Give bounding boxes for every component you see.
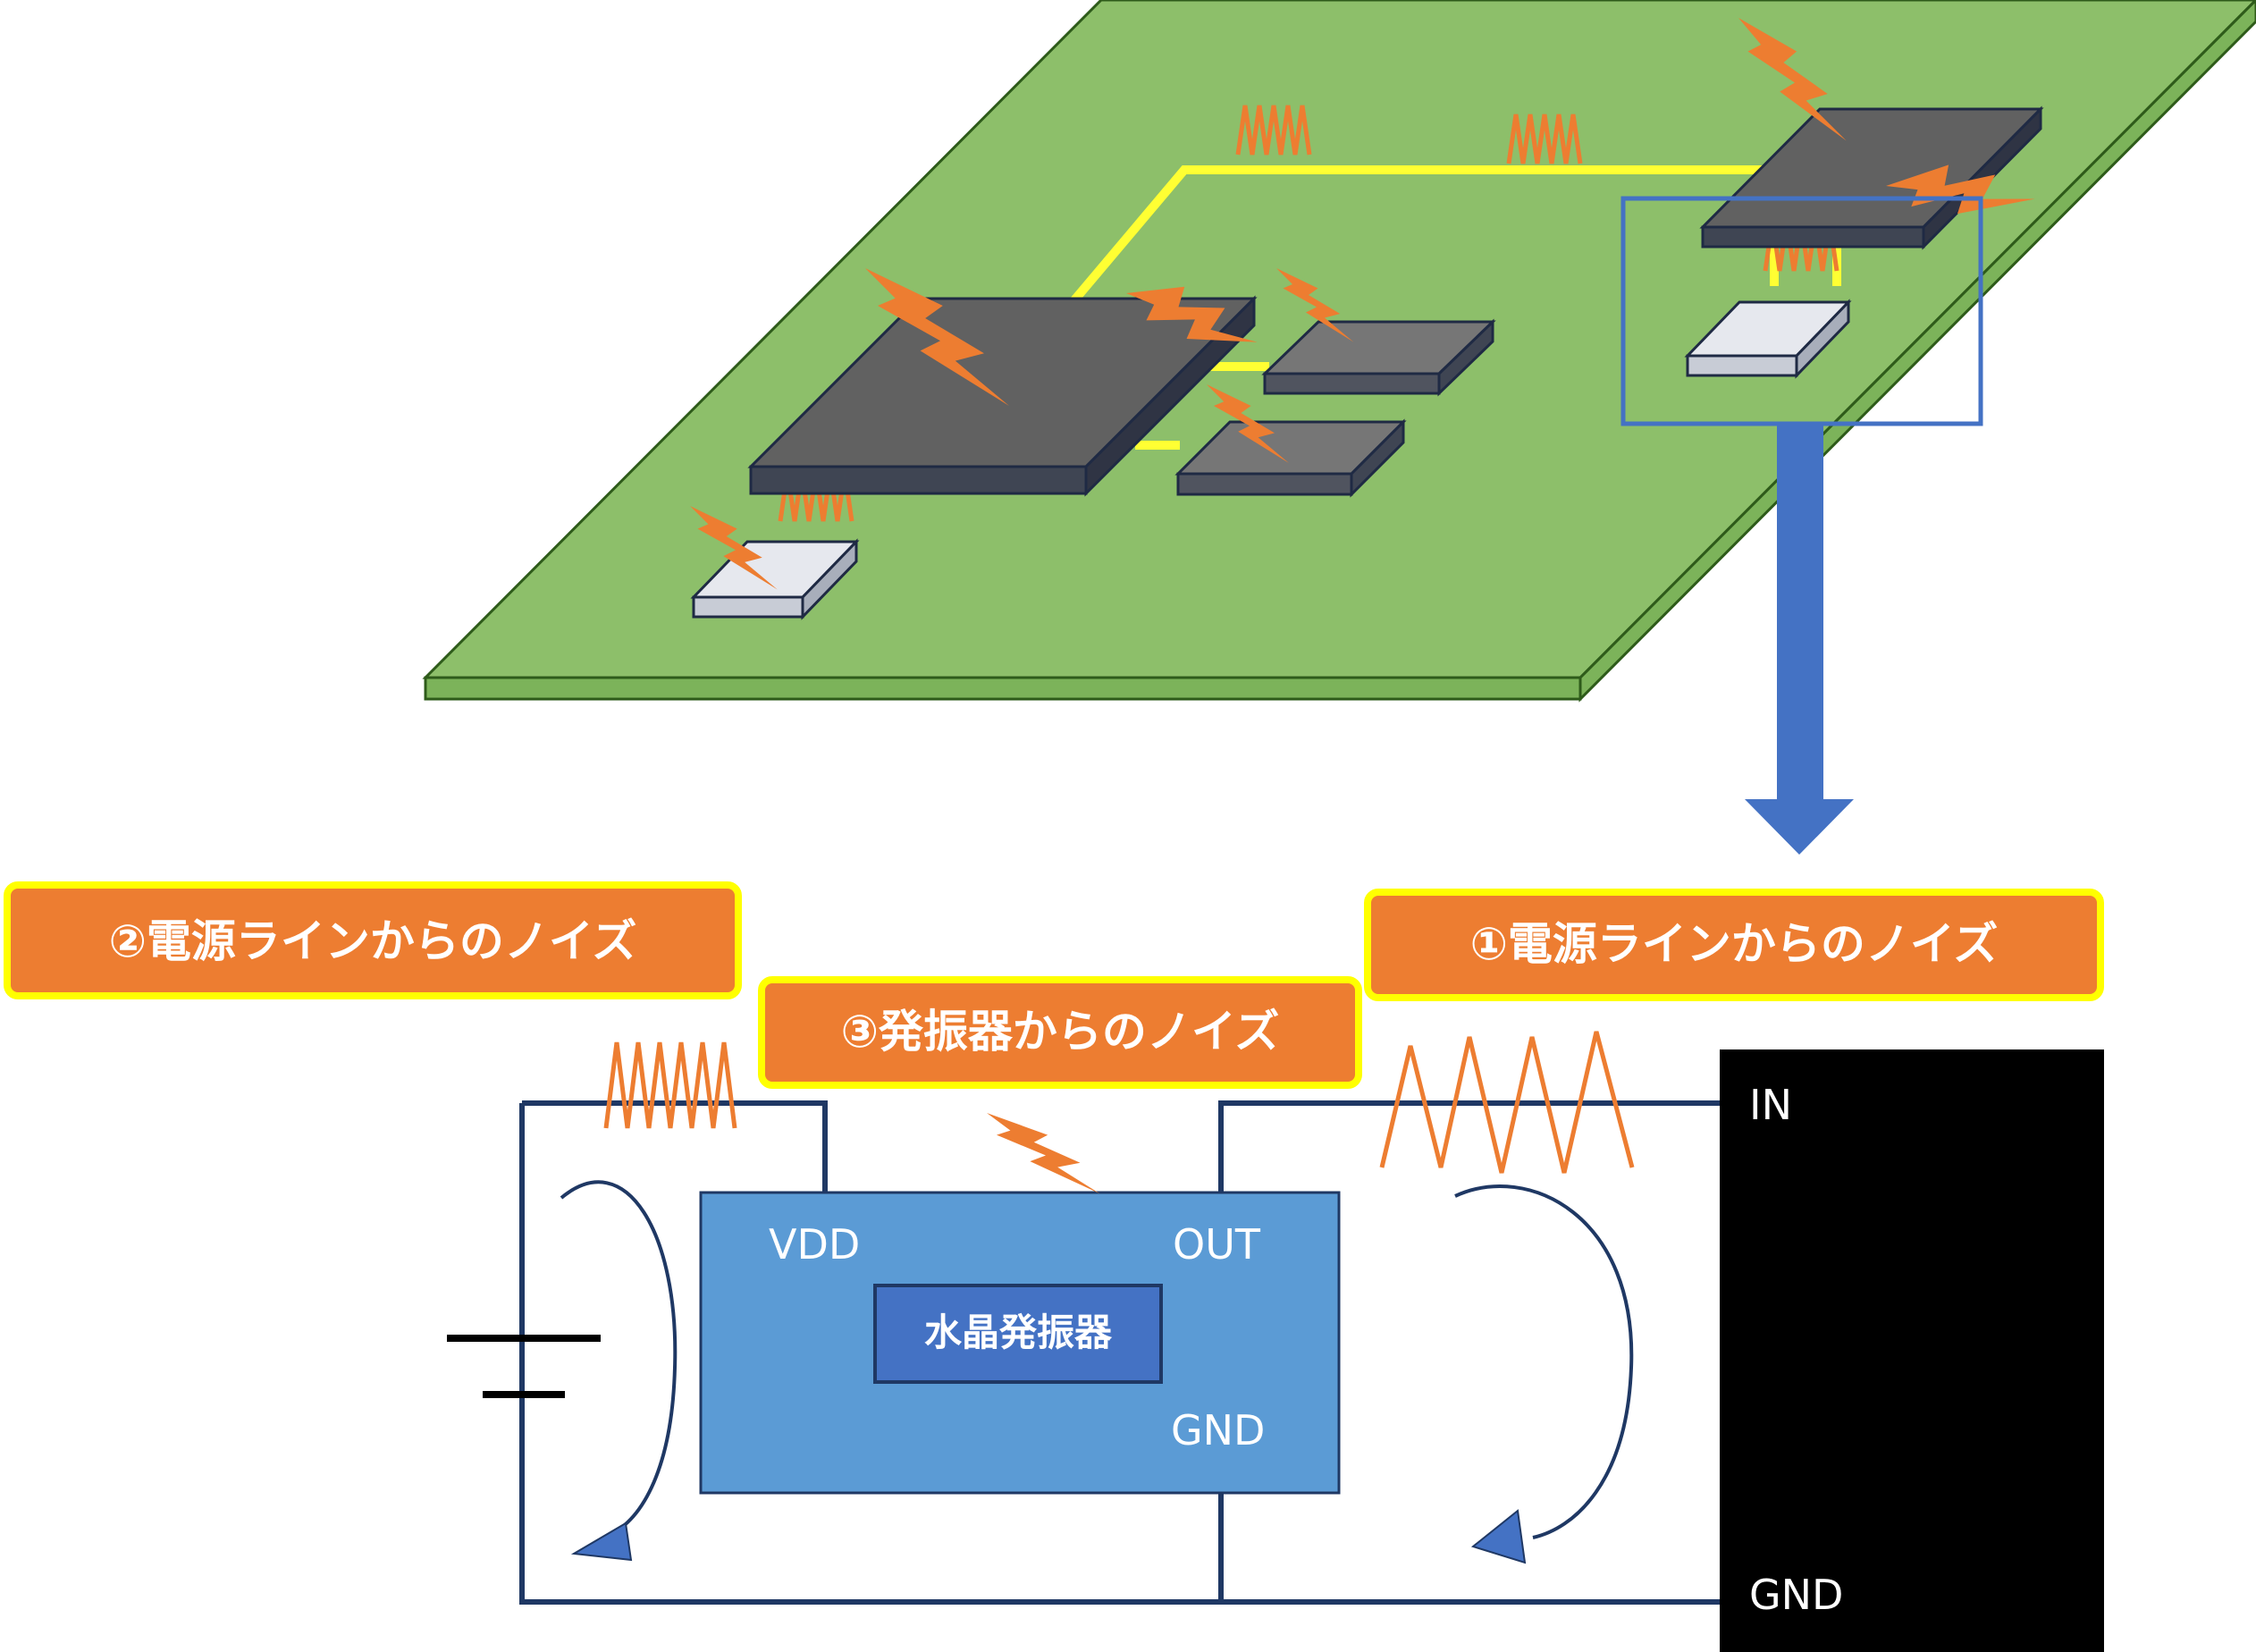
oscillator-pin-gnd: GND: [1171, 1406, 1265, 1454]
main-processor-chip: [747, 295, 1258, 497]
zoom-down-arrow: [1745, 426, 1854, 855]
label-noise-oscillator-3: ③発振器からのノイズ: [758, 976, 1362, 1089]
circuit-noise-right: [1379, 1031, 1635, 1174]
ic-pin-gnd: GND: [1749, 1571, 1843, 1619]
label-noise-oscillator-3-text: ③発振器からのノイズ: [841, 1006, 1280, 1058]
label-noise-power-2: ②電源ラインからのノイズ: [4, 881, 742, 999]
oscillator-pin-out: OUT: [1173, 1220, 1261, 1268]
chip-mid-2: [1174, 418, 1407, 498]
ic-pin-in: IN: [1749, 1081, 1792, 1129]
crystal-box: [873, 1284, 1163, 1384]
zoom-selection-box: [1620, 196, 1983, 426]
label-noise-power-2-text: ②電源ラインからのノイズ: [109, 915, 637, 967]
crystal-label: 水晶発振器: [924, 1311, 1113, 1354]
left-current-loop-arrow: [560, 1180, 678, 1562]
receiver-ic-block: [1720, 1049, 2104, 1652]
oscillator-noise-bolt: [987, 1113, 1100, 1194]
battery-symbol: [447, 1335, 601, 1398]
circuit-noise-left: [603, 1041, 737, 1129]
oscillator-chip-right: [1684, 299, 1852, 379]
right-current-loop-arrow: [1454, 1184, 1634, 1564]
label-noise-power-1: ①電源ラインからのノイズ: [1364, 889, 2104, 1001]
oscillator-pin-vdd: VDD: [769, 1220, 860, 1268]
chip-mid-1: [1261, 318, 1496, 397]
label-noise-power-1-text: ①電源ラインからのノイズ: [1470, 918, 1999, 970]
